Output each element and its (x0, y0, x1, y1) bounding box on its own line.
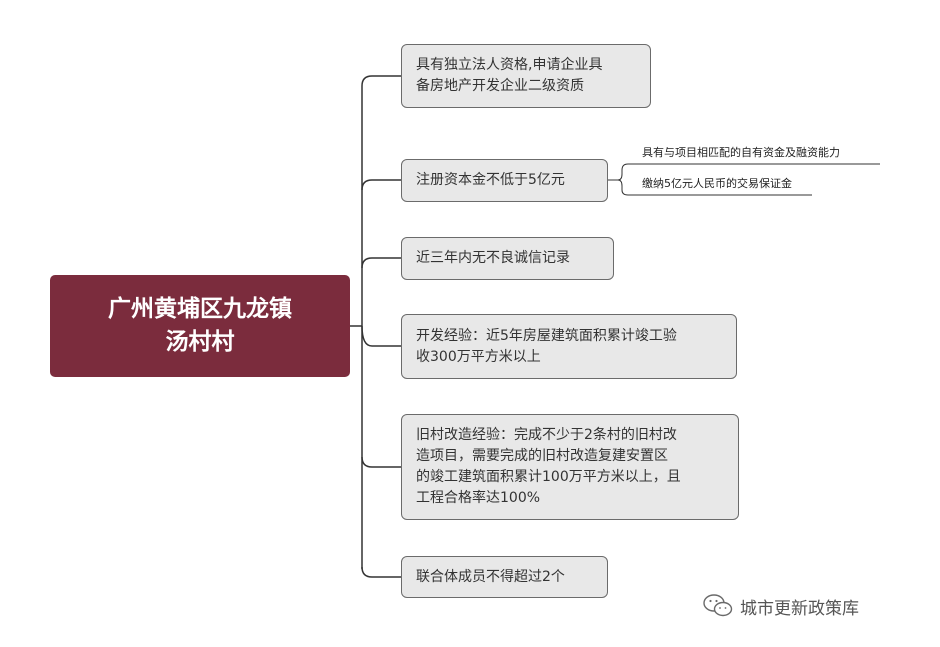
requirement-consortium-members[interactable]: 联合体成员不得超过2个 (401, 556, 608, 598)
watermark: 城市更新政策库 (702, 593, 859, 619)
central-topic[interactable]: 广州黄埔区九龙镇 汤村村 (50, 275, 350, 377)
sub-requirement-self-funding[interactable]: 具有与项目相匹配的自有资金及融资能力 (642, 146, 840, 159)
branch-connector-2 (361, 179, 401, 191)
branch-connector-3 (361, 257, 401, 269)
wechat-icon (703, 594, 733, 617)
sub-connector-1 (608, 163, 880, 181)
branch-connector-5 (361, 456, 401, 468)
branch-connector-6 (361, 566, 401, 578)
requirement-integrity-record[interactable]: 近三年内无不良诚信记录 (401, 237, 614, 280)
requirement-legal-qualification[interactable]: 具有独立法人资格,申请企业具 备房地产开发企业二级资质 (401, 44, 651, 108)
sub-connector-2 (608, 179, 812, 196)
requirement-renovation-experience[interactable]: 旧村改造经验：完成不少于2条村的旧村改 造项目，需要完成的旧村改造复建安置区 的… (401, 414, 739, 520)
requirement-development-experience[interactable]: 开发经验：近5年房屋建筑面积累计竣工验 收300万平方米以上 (401, 314, 737, 379)
sub-requirement-deposit[interactable]: 缴纳5亿元人民币的交易保证金 (642, 177, 792, 190)
requirement-registered-capital[interactable]: 注册资本金不低于5亿元 (401, 159, 608, 202)
branch-connector-4 (361, 325, 401, 347)
branch-connector-1 (361, 75, 401, 87)
watermark-text: 城市更新政策库 (740, 598, 859, 619)
